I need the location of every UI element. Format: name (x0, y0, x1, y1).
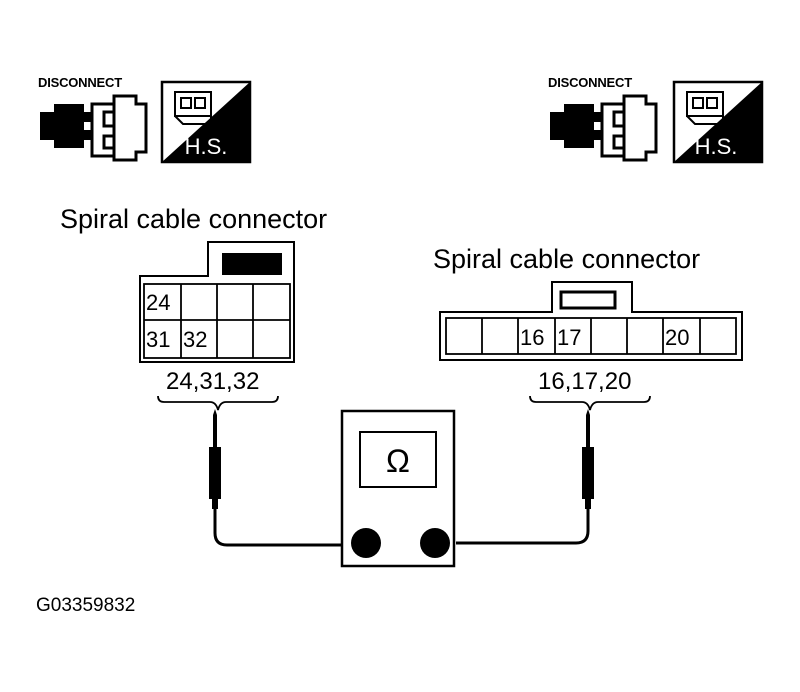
connector-lock-tab (222, 253, 282, 275)
meter-terminal-right (420, 528, 450, 558)
pin-label: 24 (146, 290, 170, 315)
ohmmeter: Ω (340, 409, 456, 568)
hs-badge-text-left: H.S. (185, 134, 228, 159)
hs-badge-left: H.S. (160, 80, 252, 164)
left-probe (209, 409, 347, 547)
right-connector: 16 17 20 (439, 281, 743, 361)
disconnect-label-left: DISCONNECT (38, 75, 122, 90)
connector-lock-tab (559, 290, 617, 310)
disconnect-icon-left: DISCONNECT H.S. (38, 75, 252, 164)
pin-label: 20 (665, 325, 689, 350)
connector-plug-icon-right (550, 94, 658, 162)
disconnect-icon-right: DISCONNECT H.S. (548, 75, 764, 164)
left-bracket (157, 395, 279, 411)
right-bracket (529, 395, 651, 411)
pin-label: 31 (146, 327, 170, 352)
left-connector-title: Spiral cable connector (60, 204, 327, 234)
left-test-pins: 24,31,32 (166, 368, 259, 395)
meter-terminal-left (351, 528, 381, 558)
hs-badge-right: H.S. (672, 80, 764, 164)
harness-icon-left (174, 91, 212, 125)
pin-label: 17 (557, 325, 581, 350)
right-test-pins: 16,17,20 (538, 368, 631, 395)
disconnect-label-right: DISCONNECT (548, 75, 632, 90)
pin-label: 32 (183, 327, 207, 352)
pin-label: 16 (520, 325, 544, 350)
harness-icon-right (686, 91, 724, 125)
meter-display (359, 431, 437, 488)
left-connector: 24 31 32 (139, 241, 295, 363)
figure-id: G03359832 (36, 595, 135, 616)
right-probe (456, 409, 594, 545)
hs-badge-text-right: H.S. (695, 134, 738, 159)
ohm-symbol: Ω (386, 443, 410, 479)
right-connector-title: Spiral cable connector (433, 244, 700, 274)
connector-plug-icon-left (40, 94, 148, 162)
